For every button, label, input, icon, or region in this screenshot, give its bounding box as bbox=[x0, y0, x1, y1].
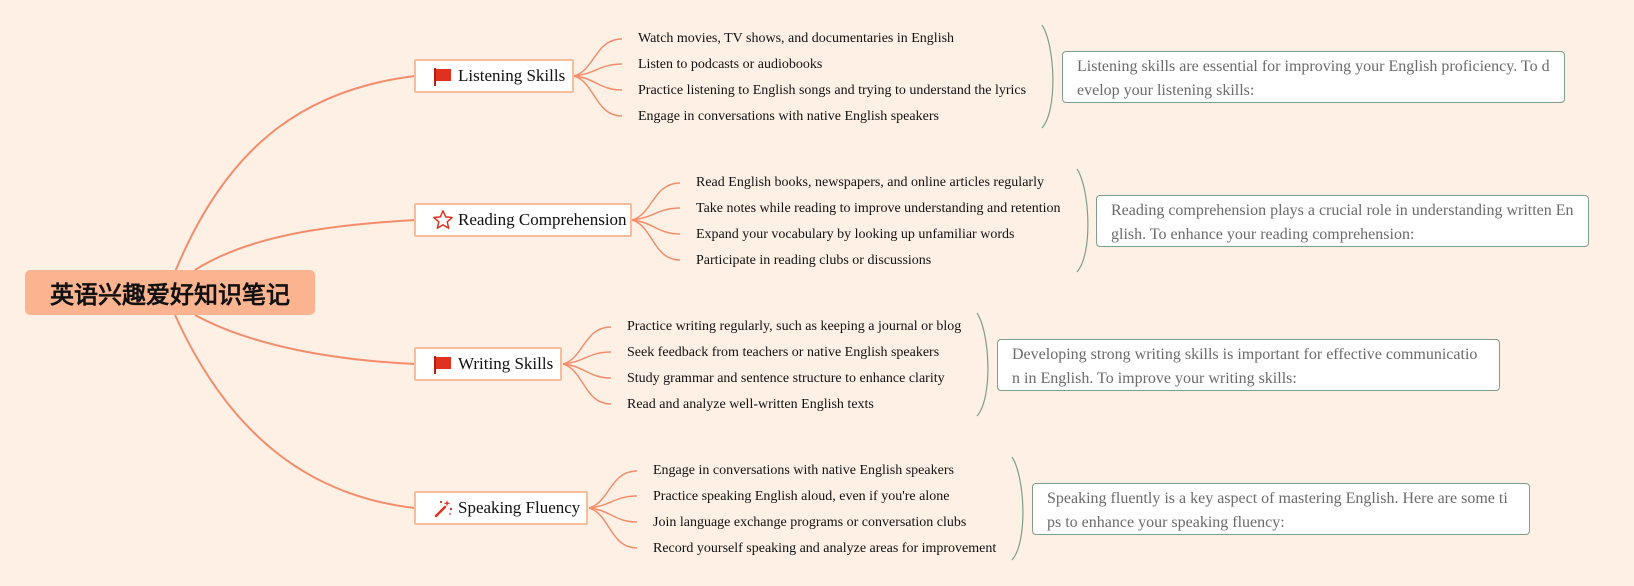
summary-note-listening[interactable]: Listening skills are essential for impro… bbox=[1062, 51, 1565, 103]
link-root-reading bbox=[194, 219, 416, 271]
branch-label: Writing Skills bbox=[458, 354, 554, 373]
leaf-item[interactable]: Take notes while reading to improve unde… bbox=[696, 201, 1061, 216]
leaf-item[interactable]: Participate in reading clubs or discussi… bbox=[696, 253, 932, 268]
leaf-item[interactable]: Read and analyze well-written English te… bbox=[627, 397, 874, 412]
summary-bracket-reading bbox=[1076, 168, 1089, 273]
summary-note-speaking[interactable]: Speaking fluently is a key aspect of mas… bbox=[1032, 483, 1530, 535]
leaf-item[interactable]: Engage in conversations with native Engl… bbox=[653, 463, 954, 478]
flag-icon bbox=[432, 65, 454, 87]
leaf-item[interactable]: Read English books, newspapers, and onli… bbox=[696, 175, 1044, 190]
branch-speaking-fluency[interactable]: Speaking Fluency bbox=[414, 491, 588, 525]
leaf-item[interactable]: Practice writing regularly, such as keep… bbox=[627, 319, 962, 334]
link-root-writing bbox=[194, 314, 416, 365]
link-root-speaking bbox=[174, 314, 416, 509]
branch-label: Listening Skills bbox=[458, 66, 566, 85]
leaf-item[interactable]: Join language exchange programs or conve… bbox=[653, 515, 967, 530]
leaf-item[interactable]: Seek feedback from teachers or native En… bbox=[627, 345, 940, 360]
leaf-item[interactable]: Engage in conversations with native Engl… bbox=[638, 109, 939, 124]
leaf-item[interactable]: Listen to podcasts or audiobooks bbox=[638, 57, 823, 72]
branch-label: Reading Comprehension bbox=[458, 210, 627, 229]
leaf-item[interactable]: Study grammar and sentence structure to … bbox=[627, 371, 945, 386]
branch-label: Speaking Fluency bbox=[458, 498, 581, 517]
branch-reading-comprehension[interactable]: Reading Comprehension bbox=[414, 203, 632, 237]
summary-bracket-speaking bbox=[1011, 456, 1024, 561]
central-topic[interactable]: 英语兴趣爱好知识笔记 bbox=[25, 270, 315, 315]
leaf-item[interactable]: Practice listening to English songs and … bbox=[638, 83, 1027, 98]
summary-note-reading[interactable]: Reading comprehension plays a crucial ro… bbox=[1096, 195, 1589, 247]
link-root-listening bbox=[174, 75, 416, 273]
summary-bracket-listening bbox=[1041, 24, 1054, 129]
leaf-item[interactable]: Watch movies, TV shows, and documentarie… bbox=[638, 31, 955, 46]
leaf-item[interactable]: Record yourself speaking and analyze are… bbox=[653, 541, 997, 556]
branch-listening-skills[interactable]: Listening Skills bbox=[414, 59, 574, 93]
leaf-item[interactable]: Practice speaking English aloud, even if… bbox=[653, 489, 950, 504]
star-icon bbox=[432, 209, 454, 231]
branch-writing-skills[interactable]: Writing Skills bbox=[414, 347, 562, 381]
summary-note-writing[interactable]: Developing strong writing skills is impo… bbox=[997, 339, 1500, 391]
summary-bracket-writing bbox=[976, 312, 989, 417]
flag-icon bbox=[432, 353, 454, 375]
leaf-item[interactable]: Expand your vocabulary by looking up unf… bbox=[696, 227, 1015, 242]
magic-wand-icon bbox=[432, 497, 454, 519]
